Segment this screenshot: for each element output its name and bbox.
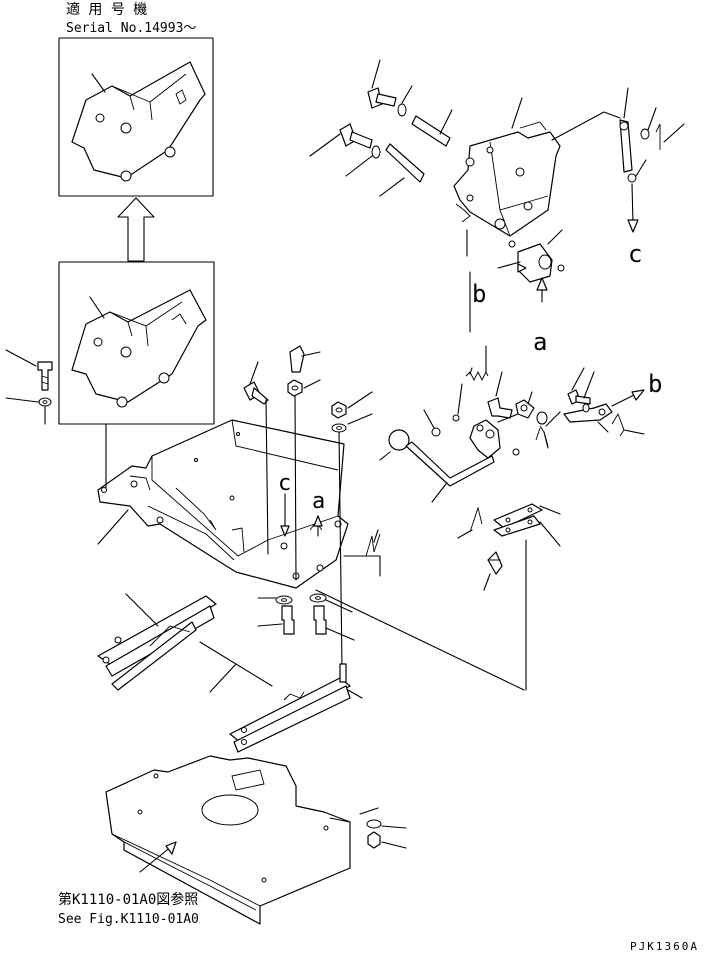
lower-rod [199,641,273,693]
clevis-right [563,371,645,433]
callout-b-upper: b [472,280,486,308]
spring [465,345,489,382]
main-base-plate [97,419,349,589]
rod-upper [551,87,647,233]
pin-upper-1 [411,109,453,147]
nut-base-1 [287,379,321,581]
lever-arm-right [229,663,363,753]
bolt-under-2 [313,605,355,641]
lever-arm-left [97,593,217,691]
reference-en: See Fig.K1110-01A0 [58,912,199,927]
callout-arrow-a-upper [536,277,548,303]
pin-upper-2 [379,143,425,197]
cap-base [289,345,321,373]
bolt-mid-right [483,539,527,691]
pivot-block [497,229,565,283]
bolt-left [5,349,53,391]
control-lever [379,419,501,503]
callout-b-right: b [648,370,662,398]
inset-new-bracket [58,37,214,197]
reference-jp: 第K1110-01A0図参照 [58,891,198,908]
washer-under-2 [309,593,353,613]
reference-arrow [139,841,177,873]
frame-washer [366,819,407,829]
cotter-mid [457,506,483,539]
applicable-serial-jp: 適 用 号 機 [66,1,147,18]
clip-upper [640,107,685,150]
bolt-upper-2 [309,123,373,157]
frame-nut [359,807,407,849]
callout-c-mid: c [278,471,291,496]
washer-left [5,397,52,425]
plate-upper-right [493,503,561,529]
floor-frame [105,755,351,925]
nut-base-2 [331,391,373,419]
bolt-under-1 [257,605,295,635]
plate-lower-right [493,515,561,547]
callout-arrow-a-mid [313,515,323,537]
bolt-right [567,367,591,405]
figure-code: PJK1360A [630,940,699,953]
callout-a-mid: a [312,489,325,514]
upgrade-arrow [117,197,155,262]
small-nut-lever [423,383,463,437]
callout-c-upper: c [628,240,642,268]
bolt-lever [487,371,513,419]
cotter-right [611,412,645,437]
washer-under-1 [257,595,293,605]
callout-arrow-c-mid [280,493,290,537]
callout-a-upper: a [533,328,547,356]
washer-upper-2 [345,145,381,177]
inset-old-bracket [58,261,215,425]
bolt-base-1 [243,361,269,555]
lever-bracket [453,97,561,257]
pin-clip-lever [512,411,561,456]
washer-base [331,413,373,669]
clevis-lever [497,391,535,423]
bolt-upper-1 [367,59,397,109]
serial-number-label: Serial No.14993～ [66,21,196,36]
washer-upper-1 [397,85,413,117]
